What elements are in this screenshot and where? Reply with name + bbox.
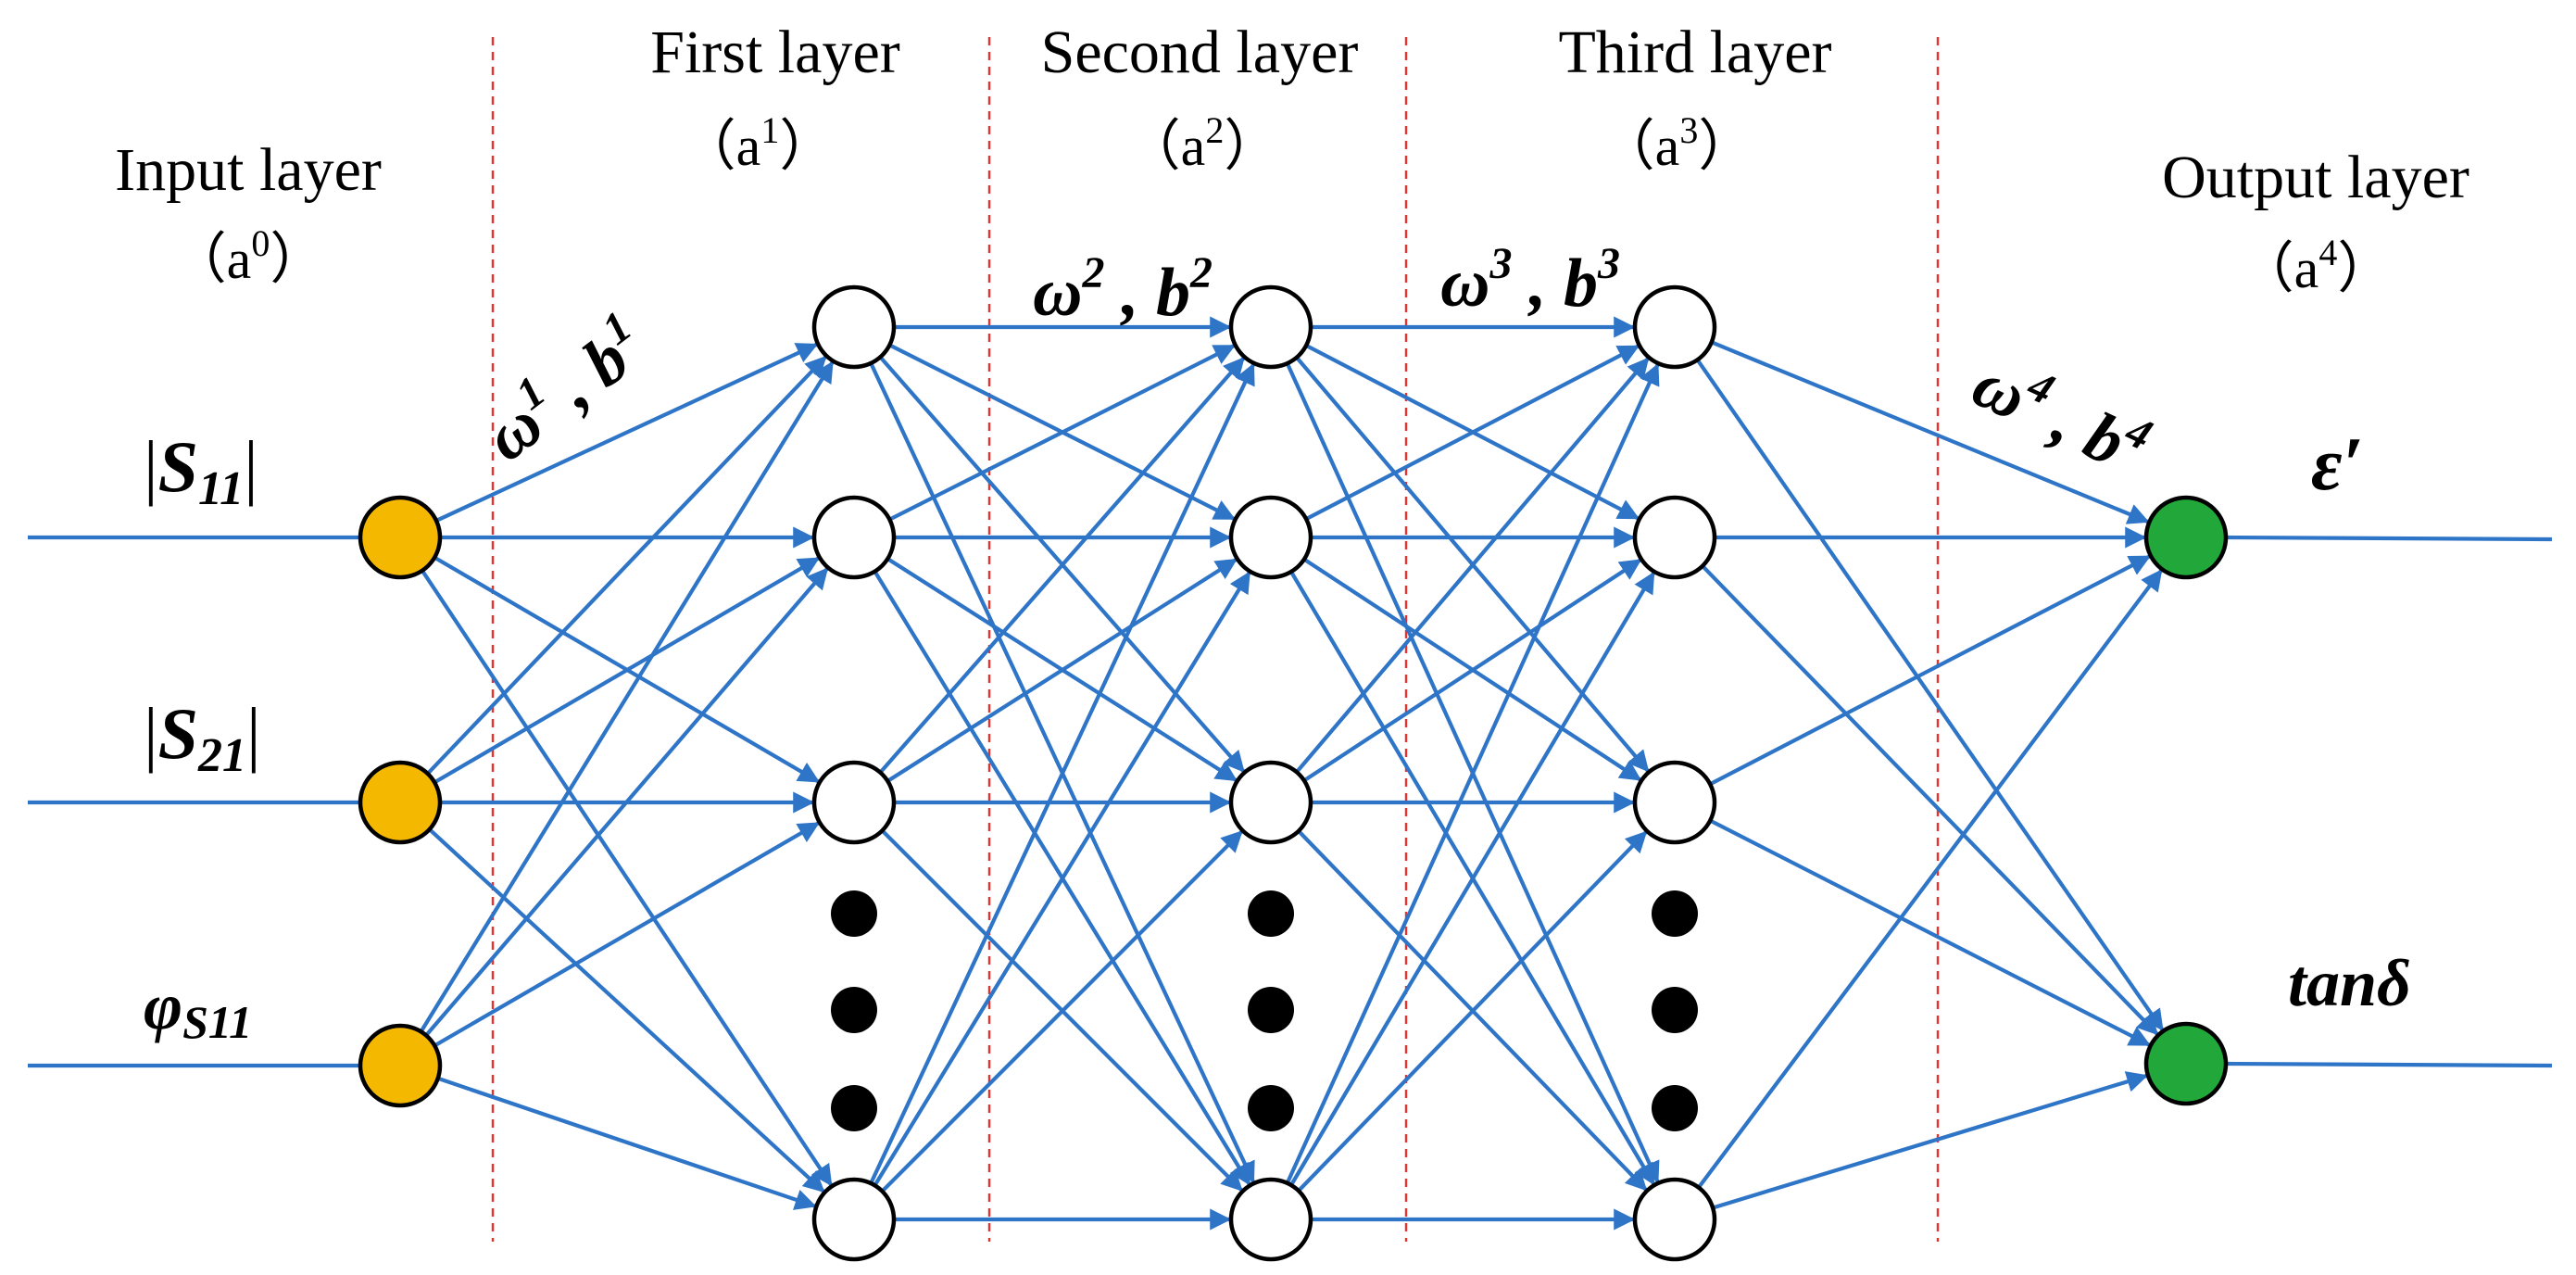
hidden-node-l2-1 (1228, 284, 1313, 370)
output-node-2 (2143, 1021, 2229, 1106)
ellipsis-dot-l1-3 (831, 1085, 877, 1131)
input-label-phi-s11: φS11 (144, 969, 252, 1048)
layer-symbol-input: （a0） (171, 222, 326, 290)
hidden-node-l3-4 (1632, 1177, 1717, 1262)
layer-title-input: Input layer (115, 136, 382, 204)
connection-edges (419, 316, 2165, 1231)
edge-0-1-3 (428, 827, 825, 1193)
edge-1-3-1 (873, 571, 1251, 1187)
output-labels: ε′ tanδ (2288, 422, 2411, 1020)
edge-0-2-0 (419, 360, 835, 1033)
edge-0-1-1 (434, 556, 821, 785)
edge-0-2-1 (424, 567, 829, 1037)
edge-0-0-0 (435, 343, 819, 523)
hidden-node-l1-4 (811, 1177, 897, 1262)
io-lines (28, 535, 2553, 1068)
edge-0-2-2 (434, 821, 821, 1048)
layer-title-output: Output layer (2162, 144, 2469, 211)
layer-symbol-second: （a2） (1125, 109, 1280, 177)
ellipsis-dot-l1-1 (831, 890, 877, 937)
layer-symbol-third: （a3） (1600, 109, 1754, 177)
output-line-1 (2225, 535, 2553, 542)
hidden-node-l1-1 (811, 284, 897, 370)
edge-1-2-0 (878, 357, 1245, 775)
weight-label-1: ω1 , b1 (468, 302, 661, 476)
edge-2-3-0 (1285, 362, 1660, 1184)
hidden-node-l1-2 (811, 495, 897, 580)
hidden-node-l1-3 (811, 760, 897, 845)
edge-2-3-1 (1289, 571, 1655, 1187)
input-node-1 (358, 495, 443, 580)
layer-title-second: Second layer (1041, 19, 1359, 86)
layer-dividers (491, 37, 1940, 1242)
input-label-s21: |S21| (144, 693, 261, 782)
edge-2-2-0 (1295, 357, 1650, 774)
edge-3-2-1 (1709, 818, 2151, 1047)
hidden-node-l2-4 (1228, 1177, 1313, 1262)
hidden-node-l3-2 (1632, 495, 1717, 580)
ellipsis-dot-l2-3 (1248, 1085, 1294, 1131)
output-label-tan-delta: tanδ (2288, 946, 2411, 1020)
layer-title-first: First layer (650, 19, 899, 86)
edge-3-3-0 (1697, 569, 2163, 1189)
weight-label-3: ω3 , b3 (1440, 239, 1620, 322)
edge-3-0-0 (1710, 340, 2150, 524)
input-label-s11: |S11| (144, 426, 258, 515)
ellipsis-dot-l1-2 (831, 987, 877, 1033)
output-line-2 (2225, 1061, 2553, 1068)
hidden-node-l2-2 (1228, 495, 1313, 580)
edge-1-3-0 (869, 362, 1255, 1184)
edge-1-2-1 (886, 558, 1238, 783)
edge-2-1-0 (1305, 344, 1640, 522)
ellipsis-dot-l3-1 (1652, 890, 1698, 937)
weight-label-2: ω2 , b2 (1033, 248, 1213, 331)
edge-2-2-1 (1302, 558, 1642, 783)
edge-1-3-2 (880, 830, 1243, 1193)
hidden-node-l3-3 (1632, 760, 1717, 845)
layer-symbol-output: （a4） (2239, 232, 2394, 299)
weight-labels: ω1 , b1 ω2 , b2 ω3 , b3 ω4 , b4 (468, 239, 2159, 491)
ellipsis-dot-l2-2 (1248, 987, 1294, 1033)
weight-label-4: ω4 , b4 (1962, 340, 2159, 491)
hidden-node-l2-3 (1228, 760, 1313, 845)
ellipsis-dot-l3-3 (1652, 1085, 1698, 1131)
output-label-epsilon: ε′ (2311, 422, 2364, 506)
input-node-3 (358, 1023, 443, 1108)
layer-title-third: Third layer (1558, 19, 1831, 86)
layer-titles: Input layer （a0） First layer （a1） Second… (115, 19, 2469, 299)
ellipsis-dot-l3-2 (1652, 987, 1698, 1033)
neurons (358, 284, 2229, 1262)
hidden-node-l3-1 (1632, 284, 1717, 370)
edge-2-3-2 (1297, 830, 1648, 1193)
input-node-2 (358, 760, 443, 845)
edge-3-1-1 (1701, 564, 2159, 1036)
edge-3-0-1 (1695, 359, 2165, 1031)
edge-0-0-3 (421, 569, 833, 1187)
layer-symbol-first: （a1） (681, 109, 836, 177)
edge-0-1-0 (426, 355, 827, 776)
input-labels: |S11| |S21| φS11 (144, 426, 261, 1048)
edge-0-2-3 (437, 1076, 817, 1210)
edge-3-2-0 (1709, 554, 2152, 787)
edge-1-1-0 (888, 344, 1236, 522)
ellipsis-dot-l2-1 (1248, 890, 1294, 937)
output-node-1 (2143, 495, 2229, 580)
edge-3-3-1 (1712, 1071, 2149, 1210)
